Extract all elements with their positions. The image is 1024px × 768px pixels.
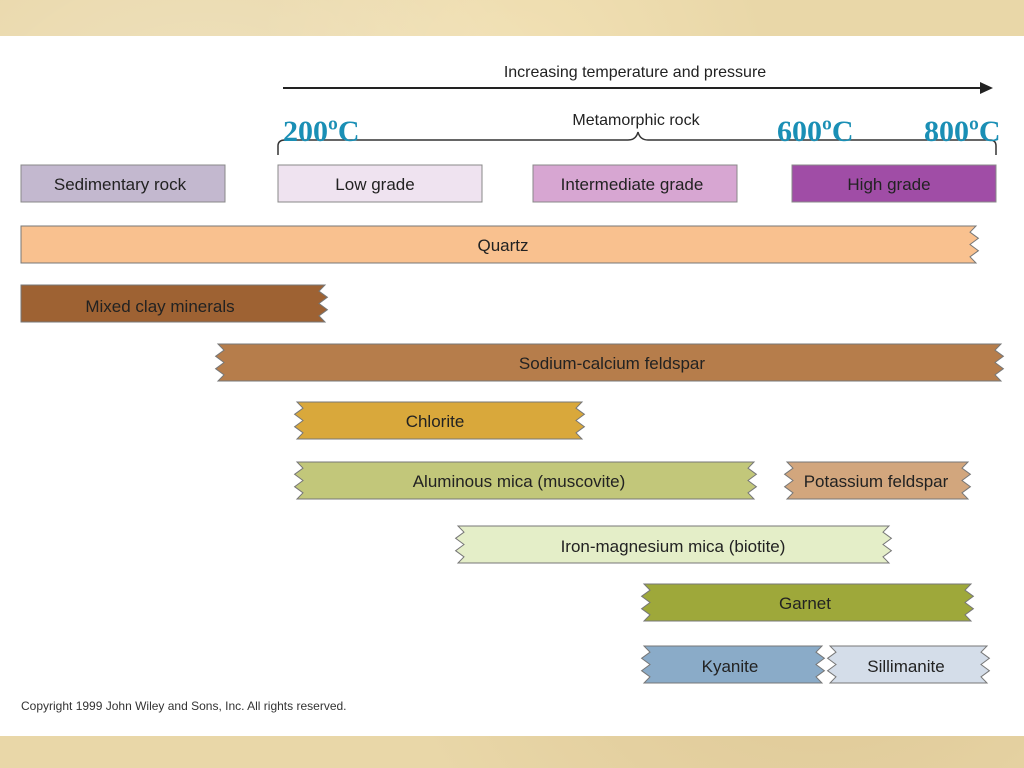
grade-sedimentary: Sedimentary rock [20, 164, 226, 203]
grade-box [277, 164, 483, 203]
mineral-bar-quartz: Quartz [20, 225, 980, 264]
bar-label: Garnet [779, 594, 831, 613]
bar-shape [826, 645, 991, 684]
bar-shape [640, 583, 975, 622]
grade-high: High grade [791, 164, 997, 203]
bar-shape [293, 461, 758, 500]
bar-label: Mixed clay minerals [85, 297, 234, 316]
temp-label-600: 600ºC [777, 115, 854, 148]
grade-box [532, 164, 738, 203]
arrow-label: Increasing temperature and pressure [504, 64, 766, 81]
bar-label: Chlorite [406, 412, 465, 431]
grade-intermediate: Intermediate grade [532, 164, 738, 203]
temperature-pressure-arrowhead [980, 82, 993, 94]
grade-box [791, 164, 997, 203]
mineral-bar-chlorite: Chlorite [293, 401, 586, 440]
bar-label: Kyanite [702, 657, 759, 676]
bar-label: Potassium feldspar [804, 472, 949, 491]
diagram-panel: Increasing temperature and pressure Meta… [0, 36, 1024, 736]
grade-label: Sedimentary rock [54, 175, 187, 194]
grade-box [20, 164, 226, 203]
bar-shape [783, 461, 972, 500]
mineral-bar-kyanite: Kyanite [640, 645, 826, 684]
metamorphic-mineral-diagram: Increasing temperature and pressure Meta… [20, 64, 1005, 713]
bar-shape [454, 525, 893, 564]
bar-label: Sodium-calcium feldspar [519, 354, 705, 373]
temp-label-800: 800ºC [924, 115, 1001, 148]
mineral-bar-biotite: Iron-magnesium mica (biotite) [454, 525, 893, 564]
bar-label: Iron-magnesium mica (biotite) [561, 537, 786, 556]
metamorphic-brace [277, 131, 997, 155]
bar-label: Sillimanite [867, 657, 944, 676]
bar-shape [20, 225, 980, 264]
bar-label: Aluminous mica (muscovite) [413, 472, 626, 491]
bar-shape [293, 401, 586, 440]
bar-label: Quartz [477, 236, 528, 255]
bar-shape [640, 645, 826, 684]
bar-shape [214, 343, 1005, 382]
bar-shape [20, 284, 329, 323]
grade-low: Low grade [277, 164, 483, 203]
temp-label-200: 200ºC [283, 115, 360, 148]
grade-label: High grade [847, 175, 930, 194]
mineral-bar-sodium-calcium-feldspar: Sodium-calcium feldspar [214, 343, 1005, 382]
mineral-bar-garnet: Garnet [640, 583, 975, 622]
grade-label: Low grade [335, 175, 414, 194]
mineral-bar-potassium-feldspar: Potassium feldspar [783, 461, 972, 500]
mineral-bar-sillimanite: Sillimanite [826, 645, 991, 684]
mineral-bar-muscovite: Aluminous mica (muscovite) [293, 461, 758, 500]
grade-label: Intermediate grade [561, 175, 704, 194]
metamorphic-label: Metamorphic rock [572, 112, 700, 129]
copyright-text: Copyright 1999 John Wiley and Sons, Inc.… [21, 699, 347, 713]
mineral-bar-mixed-clay: Mixed clay minerals [20, 284, 329, 323]
